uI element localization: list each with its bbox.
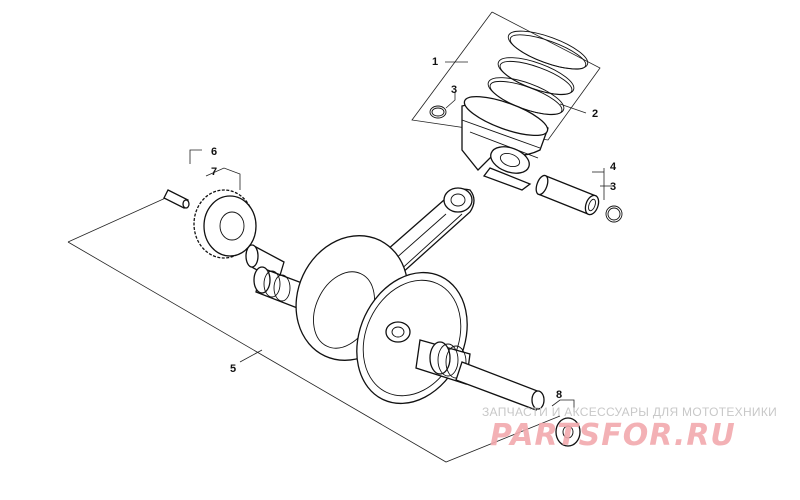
callout-6: 6	[211, 146, 217, 158]
callout-7: 7	[211, 166, 217, 178]
piston-pin	[535, 174, 600, 216]
callout-2: 2	[592, 108, 598, 120]
piston	[461, 95, 549, 191]
callout-5: 5	[230, 363, 236, 375]
callout-3-left: 3	[451, 84, 457, 96]
dowel-pin	[163, 149, 202, 209]
circlip-left	[429, 92, 456, 119]
callout-1: 1	[432, 56, 438, 68]
crankshaft-right-shaft	[415, 339, 545, 411]
piston-group-bracket	[411, 11, 601, 141]
callout-3-right: 3	[610, 181, 616, 193]
crank-gear	[193, 167, 257, 259]
watermark-tagline: ЗАПЧАСТИ И АКСЕССУАРЫ ДЛЯ МОТОТЕХНИКИ	[482, 405, 778, 419]
callout-4: 4	[610, 161, 617, 173]
callout-8: 8	[556, 389, 562, 401]
crankshaft-bracket	[67, 195, 561, 463]
watermark-logo[interactable]: PARTSFOR.RU	[490, 418, 736, 453]
circlip-right	[592, 168, 623, 223]
washer	[551, 399, 581, 447]
